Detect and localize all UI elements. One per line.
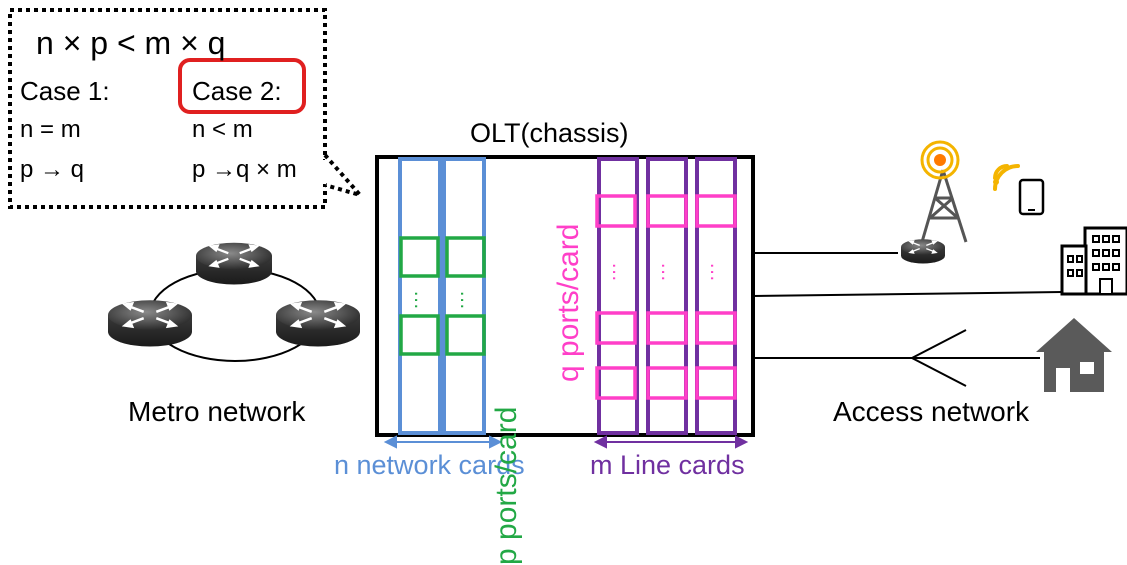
- olt-title: OLT(chassis): [470, 118, 629, 148]
- router-icon: [900, 238, 946, 265]
- formula: n × p < m × q: [36, 25, 226, 61]
- router-icon: [194, 241, 274, 286]
- ellipsis-line-card-2: …: [657, 262, 679, 282]
- house-icon: [1036, 318, 1112, 392]
- p-ports: [399, 236, 486, 356]
- access-network-label: Access network: [833, 396, 1030, 427]
- q-ports-label: q ports/card: [552, 223, 585, 382]
- building-icon: [1060, 226, 1127, 296]
- case1-line1: n = m: [20, 116, 81, 143]
- case1-line2: p → q: [20, 156, 85, 183]
- router-icon: [106, 299, 194, 348]
- ellipsis-network-card-1: …: [410, 290, 432, 310]
- network-cards: [398, 157, 486, 435]
- n-cards-arrow: [383, 435, 503, 449]
- line-cards: [597, 157, 737, 435]
- wifi-icon: [993, 164, 1020, 191]
- ellipsis-line-card-1: …: [608, 262, 630, 282]
- ellipsis-line-card-3: …: [706, 262, 728, 282]
- access-links: [752, 252, 1063, 387]
- n-network-cards-label: n network cards: [334, 450, 525, 480]
- metro-network-label: Metro network: [128, 396, 306, 427]
- p-ports-label: p ports/card: [490, 406, 523, 565]
- case2-highlight: [178, 58, 306, 114]
- case2-title: Case 2:: [192, 76, 282, 106]
- case2-line1: n < m: [192, 116, 253, 143]
- m-cards-arrow: [593, 435, 749, 449]
- ellipsis-network-card-2: …: [456, 290, 478, 310]
- m-line-cards-label: m Line cards: [590, 450, 745, 480]
- cell-tower-icon: [920, 140, 968, 243]
- callout-box: [8, 8, 366, 209]
- case1-title: Case 1:: [20, 76, 110, 106]
- case2-line2: p →q × m: [192, 156, 297, 183]
- phone-icon: [1018, 178, 1045, 216]
- q-ports: [595, 194, 737, 400]
- router-icon: [274, 299, 362, 348]
- diagram-canvas: [8, 8, 1127, 449]
